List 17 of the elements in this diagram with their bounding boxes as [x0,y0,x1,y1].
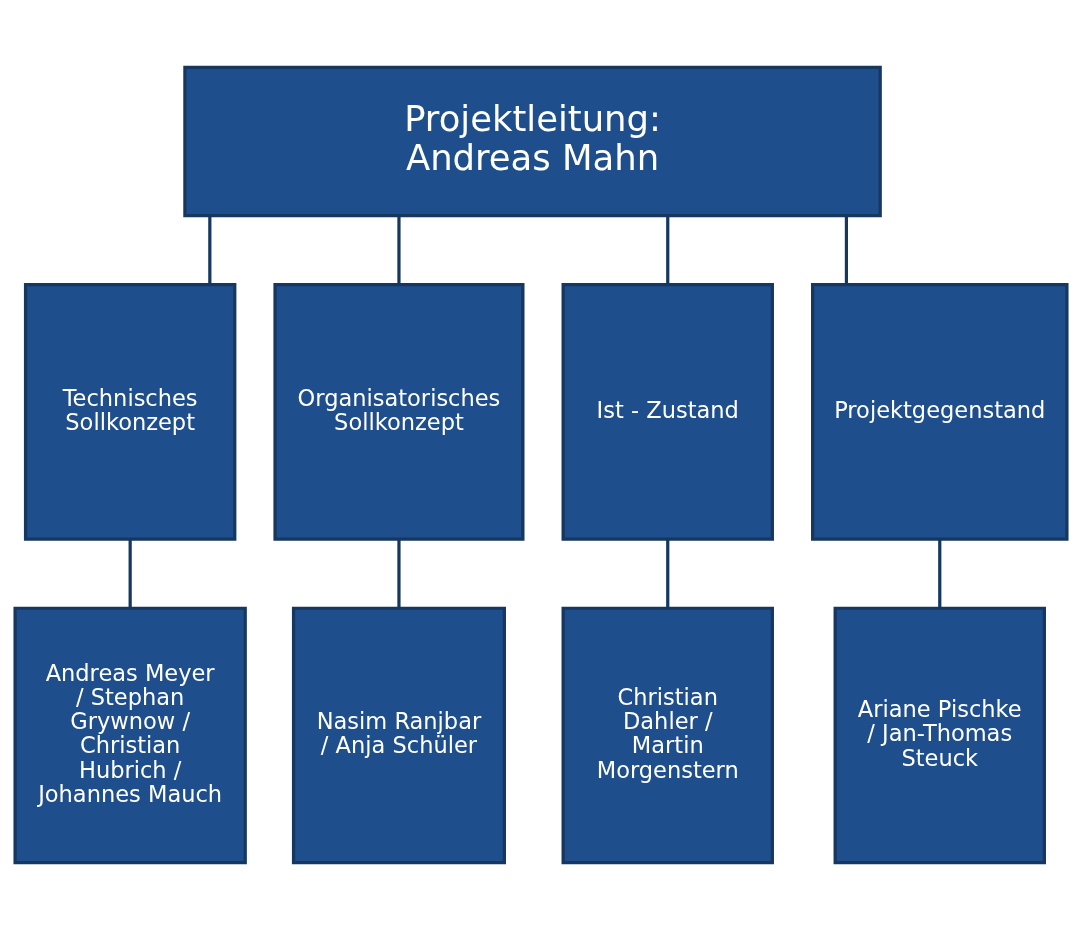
node-box: Andreas Meyer / Stephan Grywnow / Christian Hubrich / Johannes Mauch [13,606,247,864]
connector [397,215,401,285]
node-box: Projektgegenstand [811,282,1069,541]
connector [844,215,848,285]
connector [208,215,212,285]
connector [397,538,401,608]
node-box: Ist - Zustand [561,282,774,541]
node-box: Christian Dahler / Martin Morgenstern [561,606,774,864]
node-box: Nasim Ranjbar / Anja Schüler [291,606,506,864]
node-box: Organisatorisches Sollkonzept [273,282,525,541]
node-box: Projektleitung: Andreas Mahn [183,65,882,217]
node-box: Technisches Sollkonzept [23,282,237,541]
connector [128,538,132,608]
connector [666,215,670,285]
connector [666,538,670,608]
node-box: Ariane Pischke / Jan-Thomas Steuck [833,606,1046,864]
connector [938,538,942,608]
